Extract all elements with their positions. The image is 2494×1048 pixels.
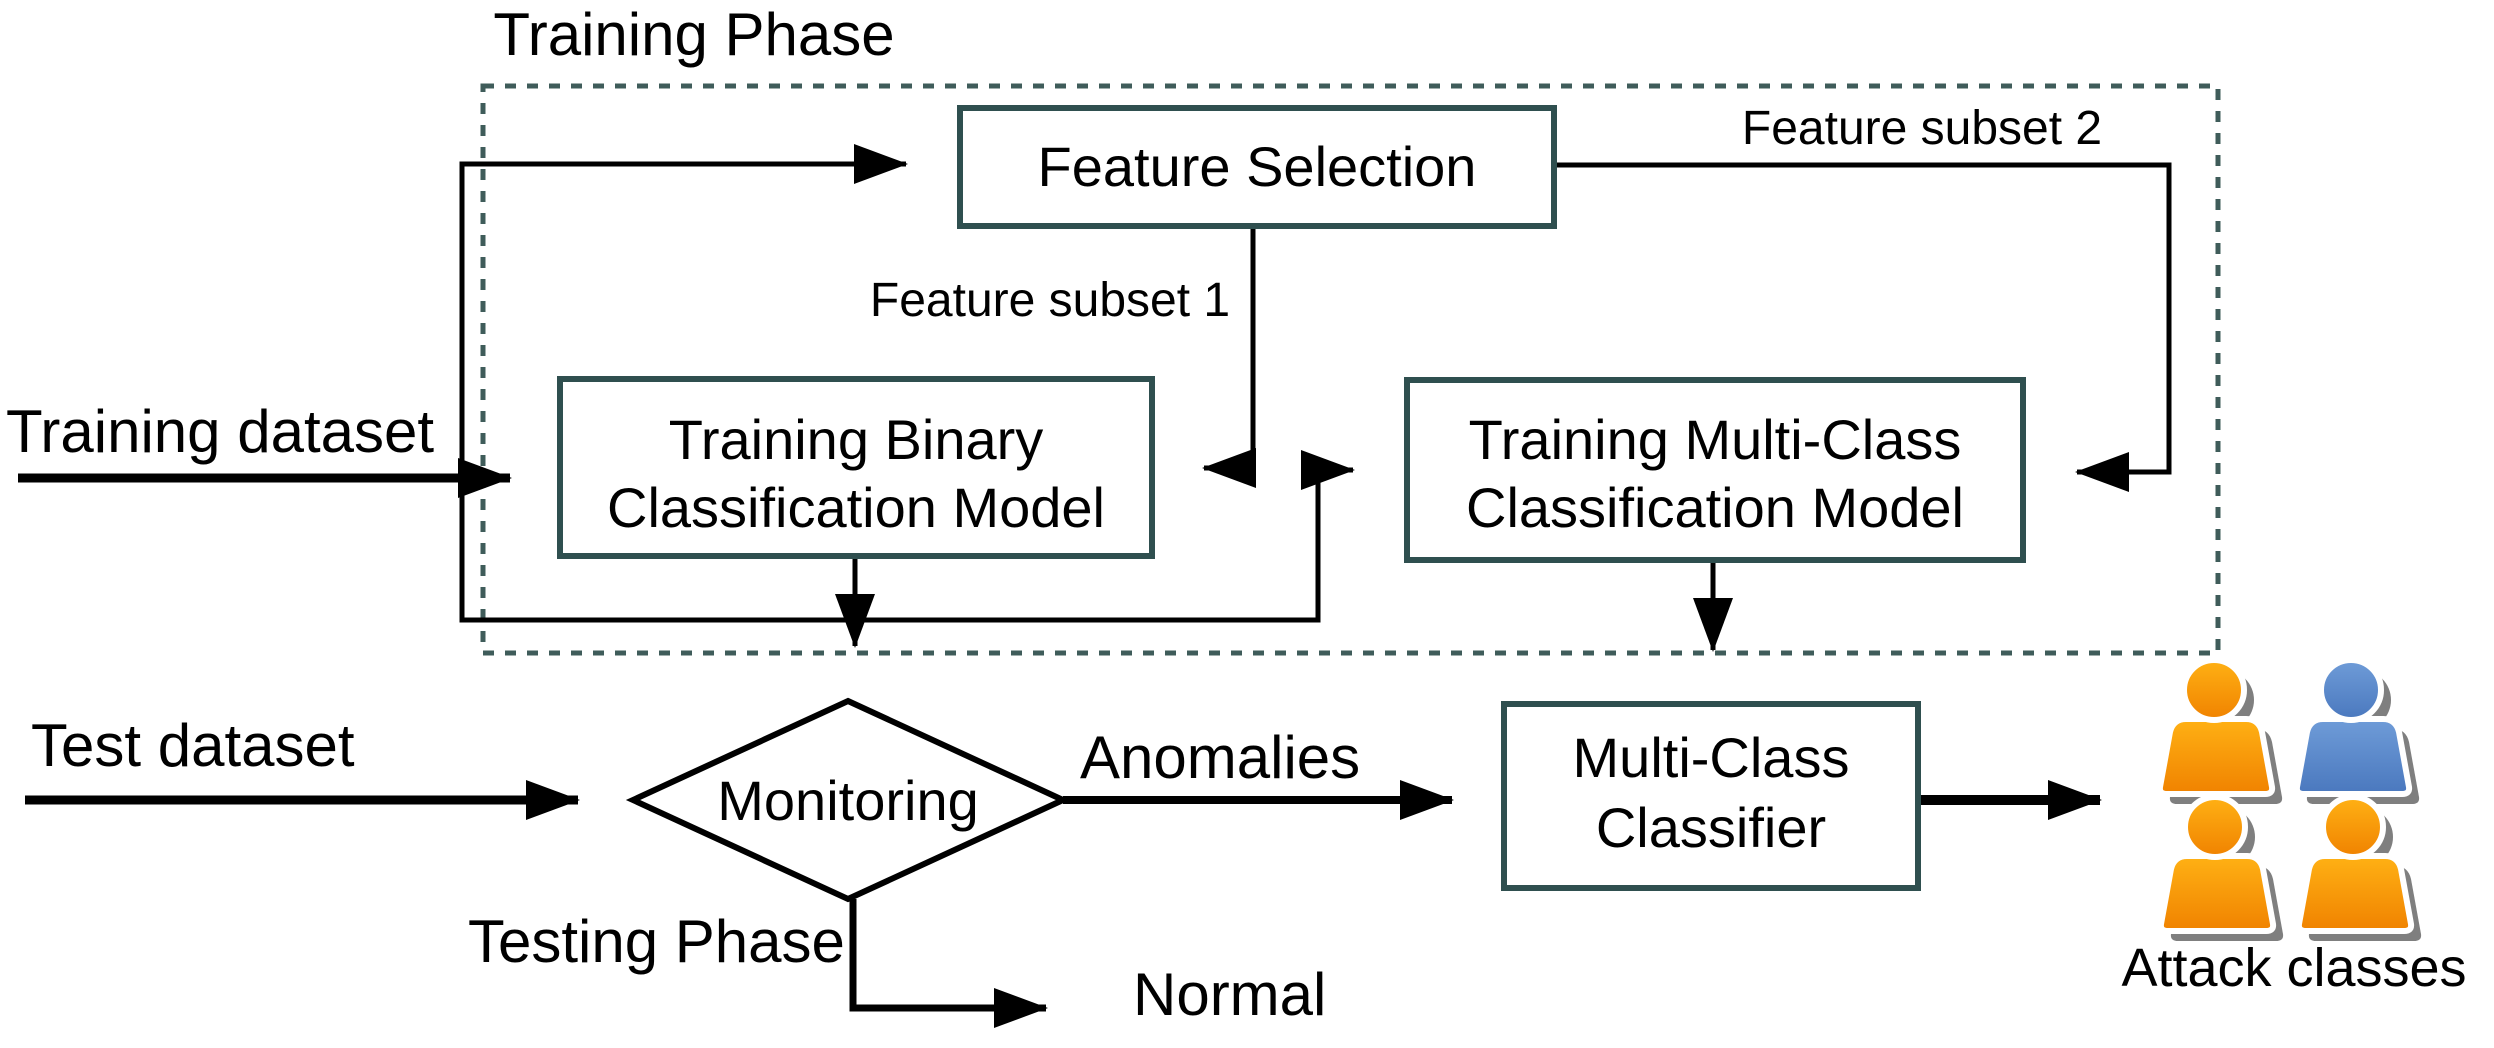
person-orange-icon bbox=[2299, 797, 2421, 941]
attack-classes-label: Attack classes bbox=[2121, 938, 2466, 998]
person-blue-icon bbox=[2297, 660, 2419, 804]
anomalies-label: Anomalies bbox=[1080, 724, 1360, 791]
arrow-to-training-multiclass bbox=[459, 450, 1355, 623]
arrow-feature-subset-1 bbox=[1202, 226, 1256, 488]
person-orange-icon bbox=[2161, 797, 2283, 941]
multiclass-classifier-box bbox=[1501, 701, 1921, 891]
training-multiclass-label-line1: Training Multi-Class bbox=[1469, 408, 1962, 471]
training-binary-label-line2: Classification Model bbox=[607, 476, 1105, 539]
feature-selection-label: Feature Selection bbox=[1038, 135, 1477, 198]
feature-subset-2-label: Feature subset 2 bbox=[1742, 102, 2102, 155]
multiclass-classifier-label-line2: Classifier bbox=[1596, 796, 1826, 859]
multiclass-classifier-label-line1: Multi-Class bbox=[1573, 726, 1850, 789]
attack-classes-icon-group bbox=[2160, 660, 2421, 941]
training-multiclass-label-line2: Classification Model bbox=[1466, 476, 1964, 539]
monitoring-diamond bbox=[625, 697, 1071, 903]
training-multiclass-box bbox=[1404, 377, 2026, 563]
person-orange-icon bbox=[2160, 660, 2282, 804]
feature-subset-1-label: Feature subset 1 bbox=[870, 274, 1230, 327]
monitoring-label: Monitoring bbox=[717, 769, 978, 832]
arrow-normal bbox=[849, 899, 1048, 1028]
training-dataset-label: Training dataset bbox=[6, 398, 434, 465]
arrow-to-feature-selection bbox=[459, 144, 908, 480]
arrow-feature-subset-2 bbox=[1554, 162, 2172, 492]
training-phase-dashed-border bbox=[480, 83, 2221, 656]
test-dataset-label: Test dataset bbox=[31, 712, 355, 779]
feature-selection-box bbox=[957, 105, 1557, 229]
training-binary-label-line1: Training Binary bbox=[669, 408, 1044, 471]
testing-phase-label: Testing Phase bbox=[468, 908, 845, 975]
training-phase-title: Training Phase bbox=[493, 1, 894, 68]
normal-label: Normal bbox=[1133, 961, 1326, 1028]
training-binary-box bbox=[557, 376, 1155, 559]
